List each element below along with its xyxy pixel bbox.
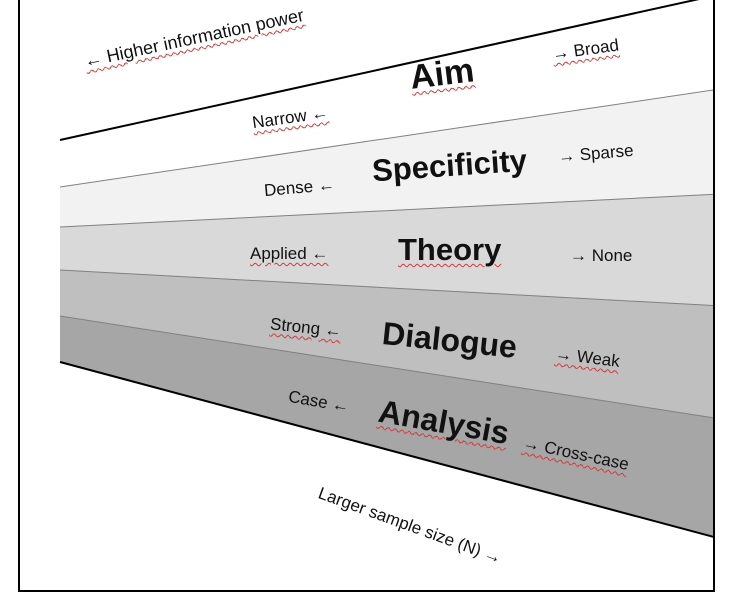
band-dialogue-fill <box>60 270 713 418</box>
band-analysis-fill <box>60 316 713 537</box>
diagram-frame: ← Higher information power Narrow ← Aim … <box>18 0 715 592</box>
band-specificity-fill <box>60 90 713 227</box>
divider-line-3 <box>59 269 713 307</box>
bottom-boundary-line <box>59 361 713 538</box>
band-aim-fill <box>60 0 713 187</box>
diagram-bands-svg <box>59 0 713 538</box>
band-theory-fill <box>60 194 713 306</box>
divider-line-4 <box>59 315 713 419</box>
top-boundary-line <box>59 0 700 141</box>
theory-left-label: Applied ← <box>250 244 329 263</box>
divider-line-1 <box>59 89 713 188</box>
theory-title: Theory <box>398 232 502 267</box>
aim-title: Aim <box>407 51 477 97</box>
theory-right-label: → None <box>570 246 633 265</box>
divider-line-2 <box>59 193 713 228</box>
